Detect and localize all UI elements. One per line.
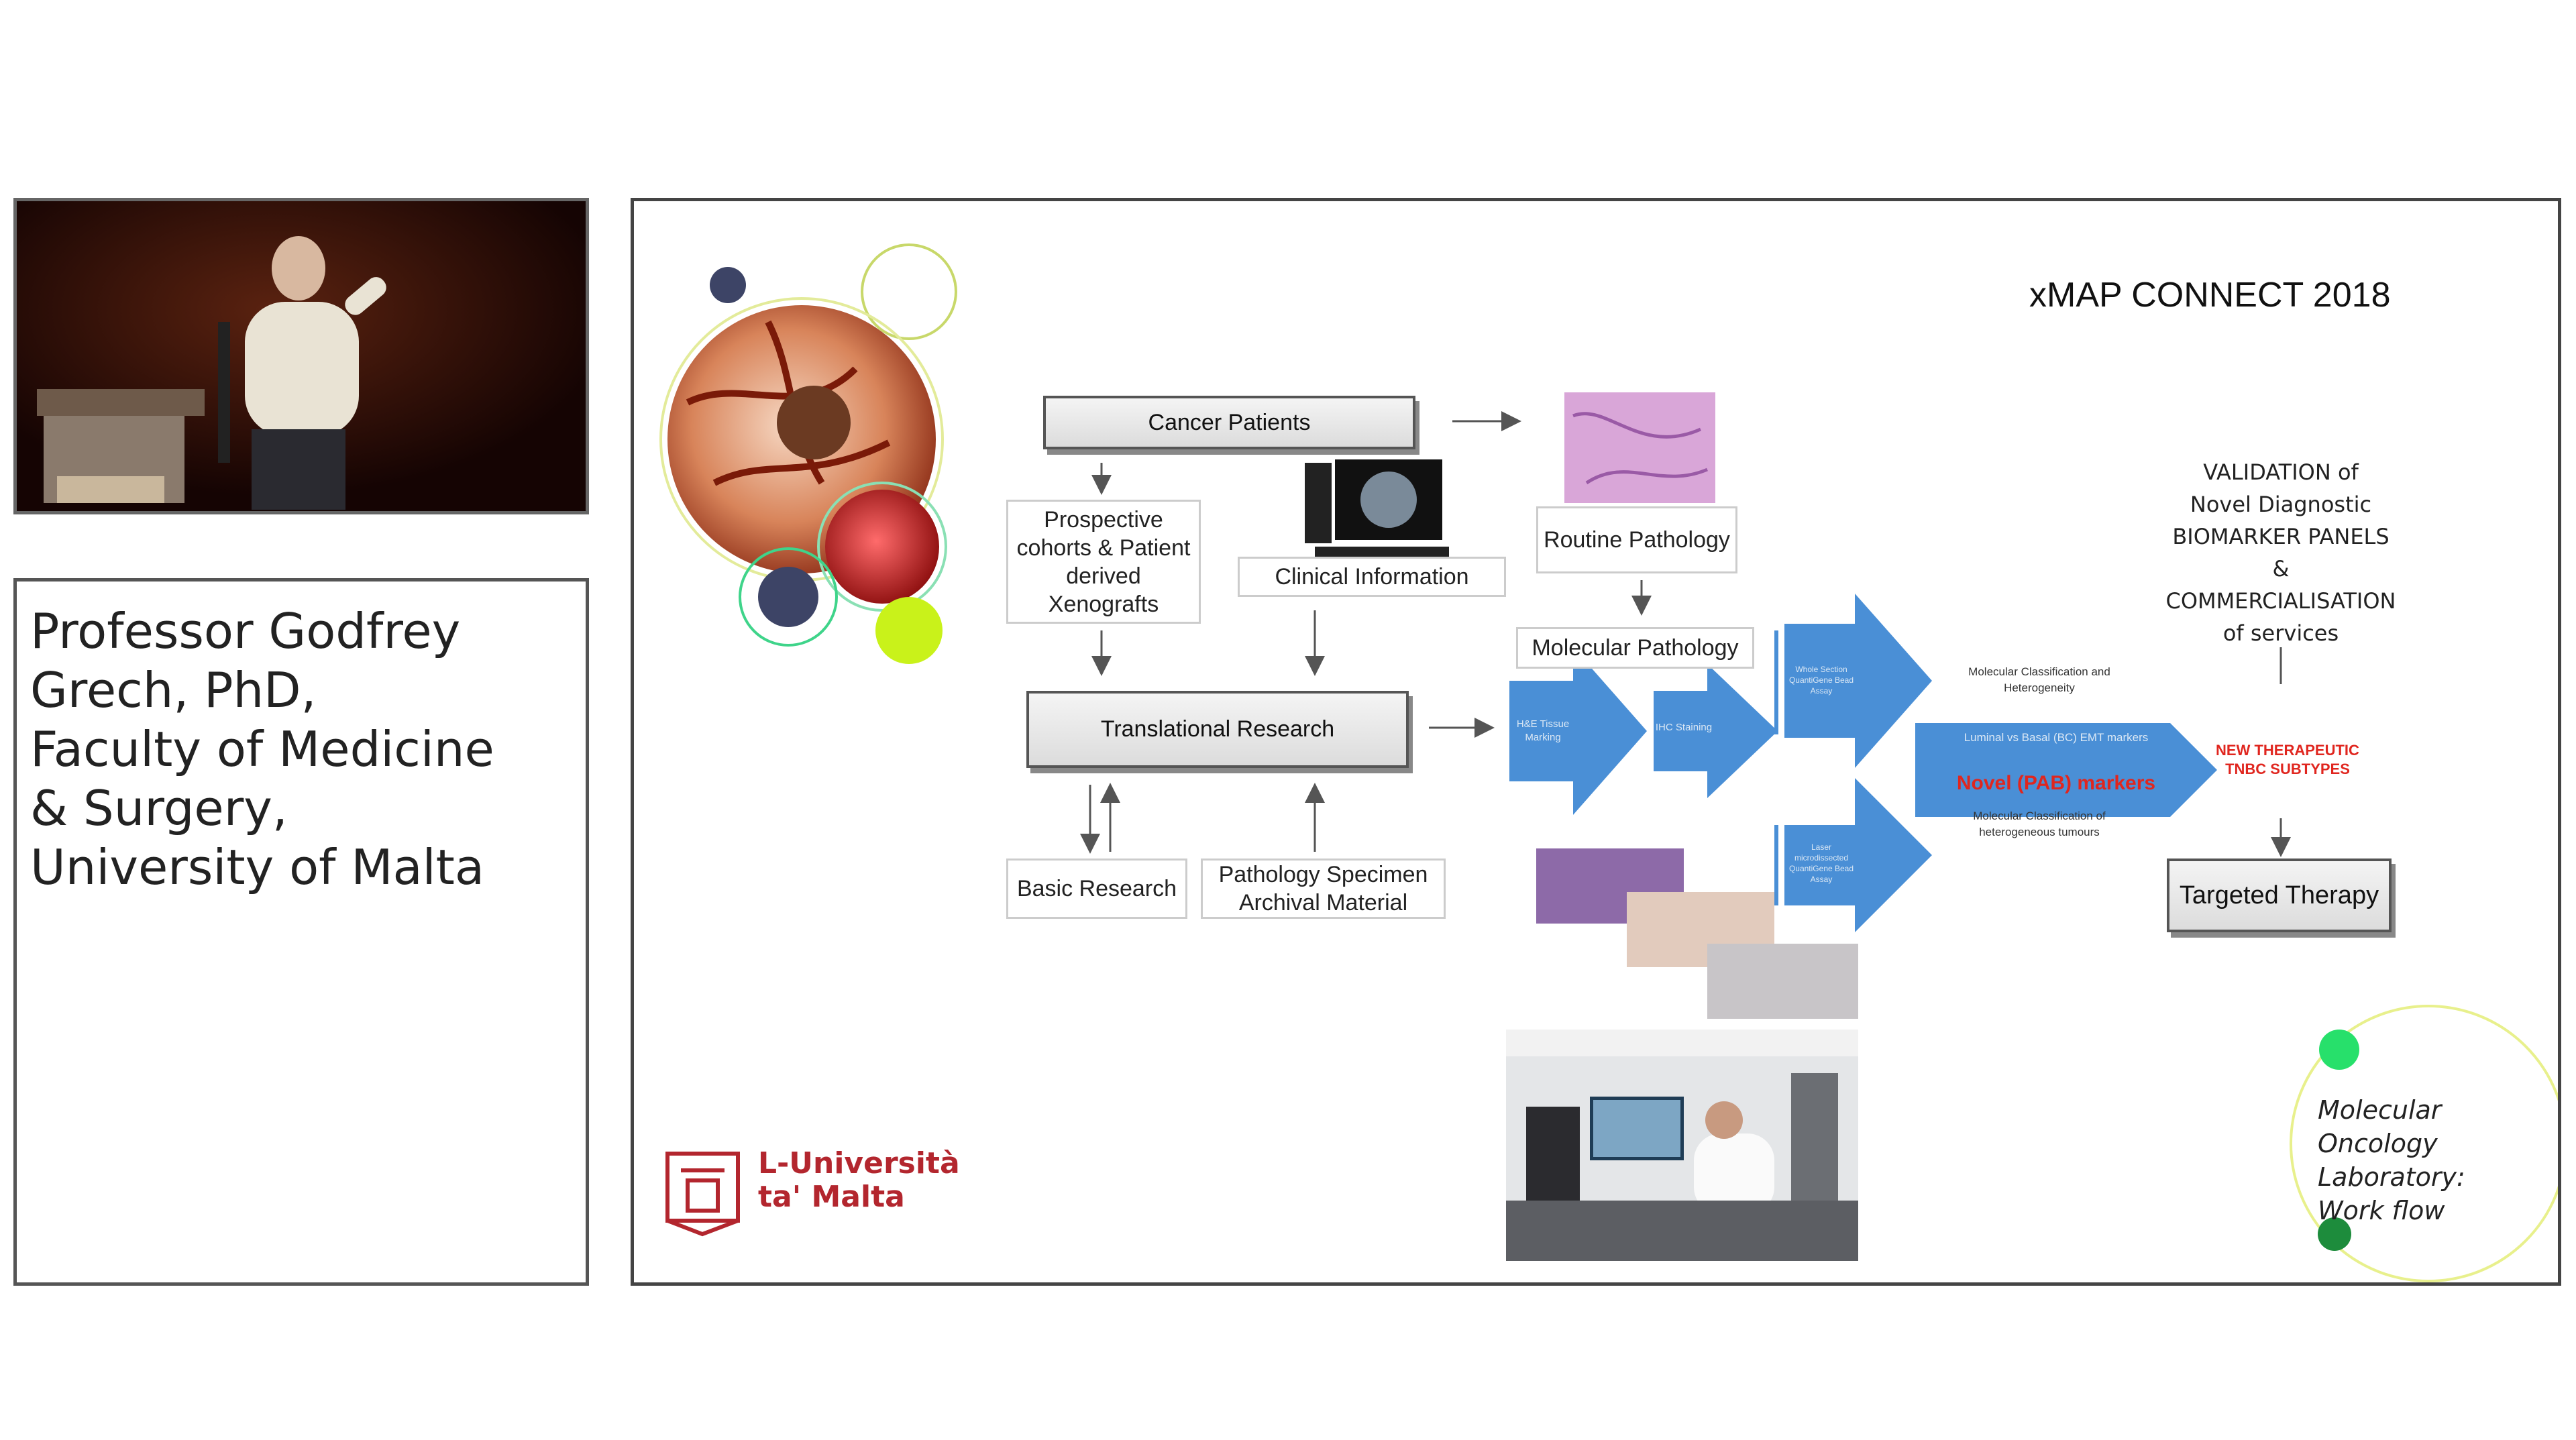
novel-markers-label: Novel (PAB) markers [1956, 772, 2156, 794]
luminal-basal-label: Luminal vs Basal (BC) EMT markers [1964, 731, 2149, 744]
slide-graphics [659, 243, 2558, 1282]
prospective-cohorts-box: Prospective cohorts & Patient derived Xe… [1006, 500, 1201, 624]
speaker-video-frame [17, 201, 586, 511]
speaker-caption: Professor Godfrey Grech, PhD, Faculty of… [30, 603, 494, 895]
new-therapeutic-note: NEW THERAPEUTIC TNBC SUBTYPES [2216, 742, 2359, 777]
histology-images [1536, 392, 1858, 1019]
slide-title: xMAP CONNECT 2018 [2029, 276, 2391, 315]
routine-pathology-box: Routine Pathology [1536, 506, 1737, 573]
cell-illustration [659, 243, 957, 664]
mol-class-tumours-note: Molecular Classification of heterogeneou… [1973, 810, 2106, 838]
mol-class-hetero-note: Molecular Classification and Heterogenei… [1968, 665, 2110, 694]
pathology-specimen-box: Pathology Specimen Archival Material [1201, 859, 1446, 919]
whole-section-arrow [1784, 594, 1932, 768]
laboratory-photo [1506, 1030, 1858, 1261]
novel-markers-arrow [1915, 723, 2217, 817]
validation-note: VALIDATION of Novel Diagnostic BIOMARKER… [2165, 459, 2396, 646]
university-logo-text: L-Università ta' Malta [758, 1146, 960, 1214]
slide: xMAP CONNECT 2018 Cancer Patients Prospe… [631, 198, 2561, 1286]
cancer-patients-box: Cancer Patients [1043, 396, 1415, 449]
he-tissue-label: H&E Tissue Marking [1516, 718, 1570, 743]
basic-research-box: Basic Research [1006, 859, 1187, 919]
speaker-video [13, 198, 589, 514]
ihc-staining-label: IHC Staining [1655, 722, 1713, 733]
speaker-caption-panel: Professor Godfrey Grech, PhD, Faculty of… [13, 578, 589, 1286]
targeted-therapy-box: Targeted Therapy [2167, 859, 2392, 932]
laser-label: Laser microdissected QuantiGene Bead Ass… [1788, 842, 1854, 884]
molecular-pathology-box: Molecular Pathology [1516, 627, 1754, 669]
translational-research-box: Translational Research [1026, 691, 1409, 768]
he-arrow [1509, 647, 1647, 815]
computer-icon [1305, 459, 1449, 561]
university-crest [665, 1152, 740, 1237]
laser-arrow [1784, 778, 1932, 932]
whole-section-label: Whole Section QuantiGene Bead Assay [1788, 665, 1854, 696]
workflow-note: Molecular Oncology Laboratory: Work flow [2318, 1095, 2465, 1225]
ihc-arrow [1654, 664, 1778, 798]
process-arrows [1509, 594, 2217, 932]
connectors [1080, 411, 2291, 857]
clinical-information-box: Clinical Information [1238, 557, 1506, 597]
workflow-decoration [2290, 1005, 2558, 1282]
